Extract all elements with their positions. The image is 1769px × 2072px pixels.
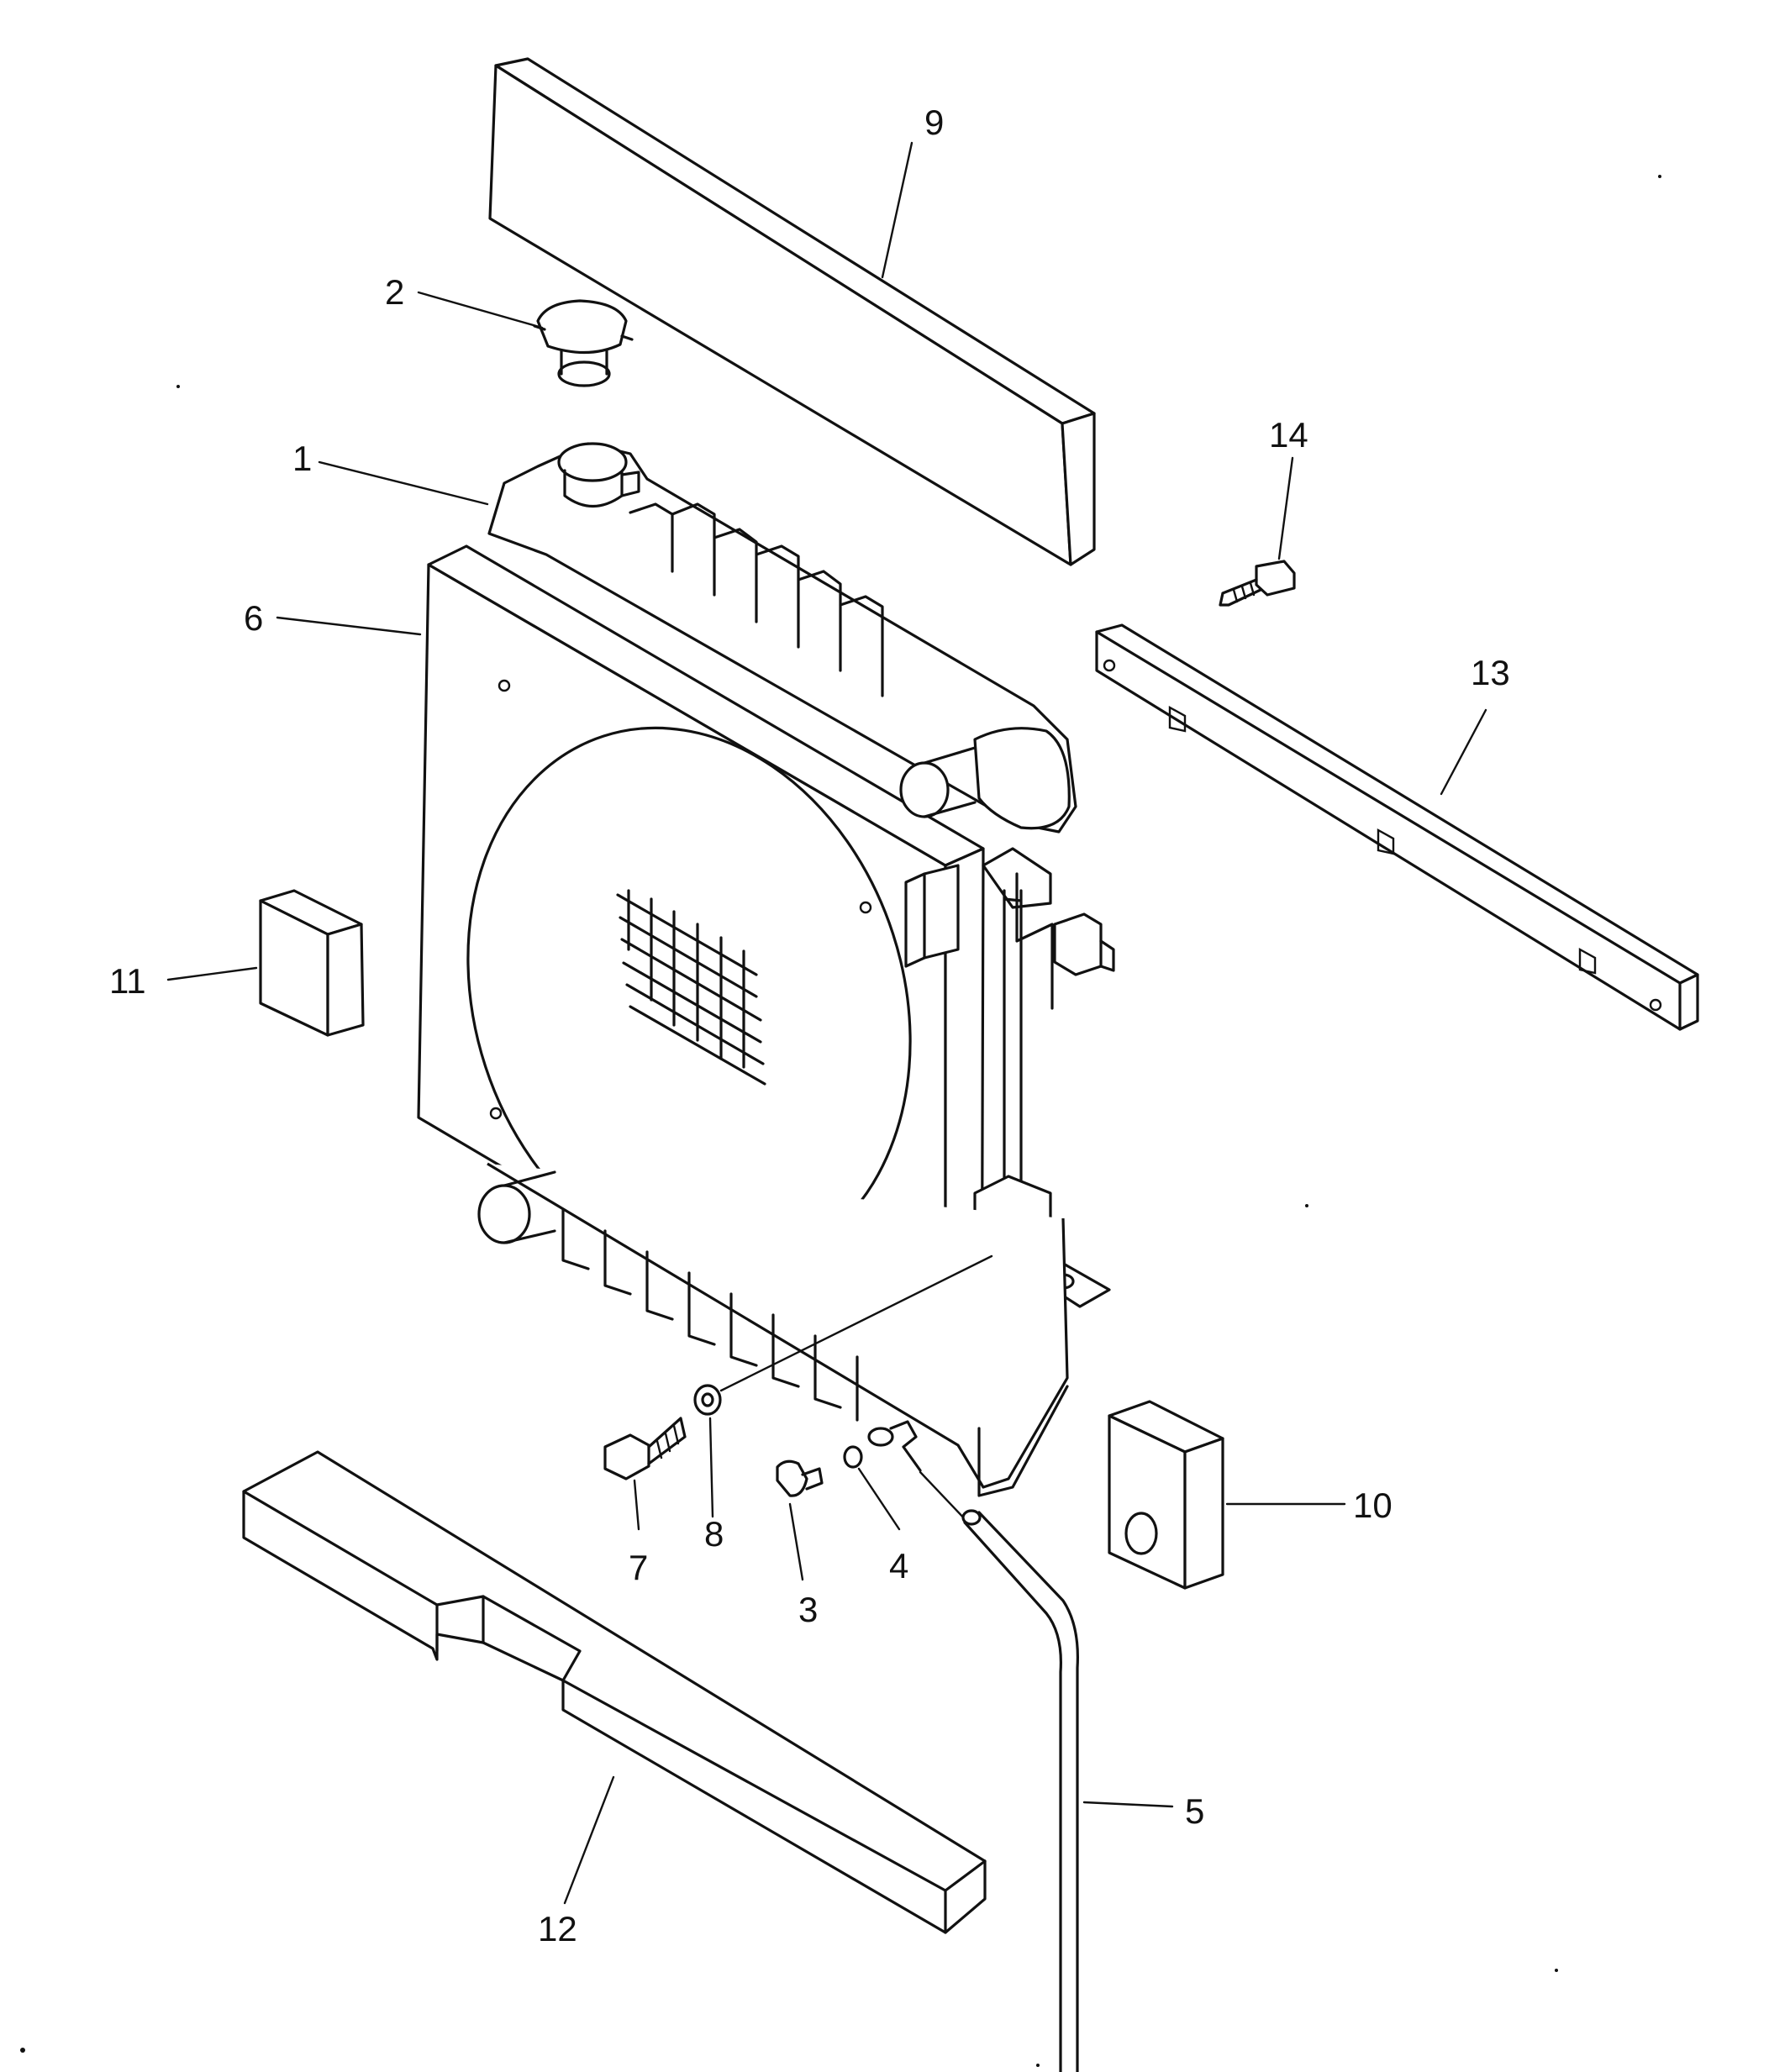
part-13-side-rail [1095,623,1699,1031]
fan-grid-mesh [616,889,766,1086]
leader-8 [708,1417,714,1518]
part-3-drain-cock [776,1459,824,1497]
part-14-bolt [1219,560,1296,607]
leader-7 [633,1479,640,1531]
callout-11: 11 [109,961,146,1001]
part-12-bottom-seal [242,1450,987,1934]
part-8-washer [693,1384,722,1416]
callout-6: 6 [244,598,263,638]
leader-6 [276,616,422,636]
callout-9: 9 [924,103,944,142]
callout-1: 1 [292,439,312,478]
leader-9 [881,141,913,279]
leader-4 [857,1467,901,1531]
leader-lines [166,141,1487,1905]
leader-12 [563,1775,615,1905]
leader-2 [417,291,544,329]
leader-3 [788,1502,804,1581]
part-11-left-block [259,889,365,1037]
callout-3: 3 [798,1590,818,1629]
leader-5 [1082,1801,1174,1808]
part-7-bolt [603,1417,687,1480]
part-4-o-ring [843,1445,863,1469]
callout-5: 5 [1185,1791,1204,1831]
callout-2: 2 [385,272,404,312]
callout-14: 14 [1269,415,1308,455]
part-1-radiator [477,442,1115,1522]
leader-11 [166,966,258,981]
callout-labels: 1 2 3 4 5 6 7 8 9 10 11 12 13 14 [109,103,1510,1948]
callout-4: 4 [889,1546,908,1586]
part-10-right-block [1108,1400,1224,1590]
scan-specks [20,175,1661,2067]
leader-13 [1440,708,1487,796]
callout-12: 12 [538,1909,577,1948]
part-9-top-seal [488,57,1096,566]
callout-7: 7 [629,1548,648,1587]
callout-13: 13 [1471,653,1510,692]
part-2-radiator-cap [533,299,634,387]
part-5-hose [961,1509,1079,2072]
callout-10: 10 [1353,1486,1393,1525]
leader-1 [318,460,489,506]
callout-8: 8 [704,1514,724,1554]
leader-14 [1277,456,1294,560]
